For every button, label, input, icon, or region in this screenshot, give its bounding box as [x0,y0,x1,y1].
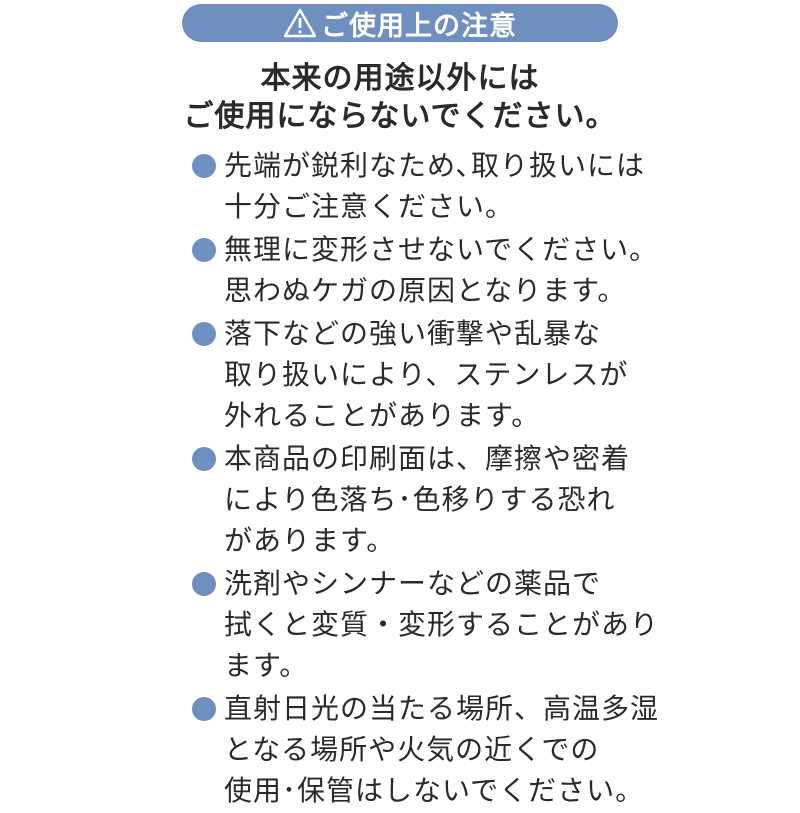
bullet-dot-icon [192,154,216,178]
caution-item-sharp-tip: 先端が鋭利なため､取り扱いには 十分ご注意ください。 [190,145,646,227]
bullet-dot-icon [192,238,216,262]
warning-triangle-icon [283,8,317,38]
caution-text-line: となる場所や火気の近くでの [224,733,600,766]
caution-text-line: があります。 [224,524,396,557]
caution-text-line: により色落ち･色移りする恐れ [224,483,616,516]
bullet-dot-icon [192,572,216,596]
caution-text-line: 取り扱いにより、ステンレスが [224,358,629,391]
caution-text-line: 無理に変形させないでください。 [224,233,659,266]
caution-item-impact: 落下などの強い衝撃や乱暴な 取り扱いにより、ステンレスが 外れることがあります。 [190,313,629,436]
caution-list: 先端が鋭利なため､取り扱いには 十分ご注意ください。 無理に変形させないでくださ… [190,145,660,813]
caution-item-chemicals: 洗剤やシンナーなどの薬品で 拭くと変質・変形することがあり ます。 [190,563,660,686]
lead-warning: 本来の用途以外には ご使用にならないでください。 [150,60,650,136]
caution-item-print-surface: 本商品の印刷面は、摩擦や密着 により色落ち･色移りする恐れ があります。 [190,438,631,561]
caution-text-line: 拭くと変質・変形することがあり [224,608,660,641]
bullet-dot-icon [192,697,216,721]
caution-text-line: 思わぬケガの原因となります。 [224,274,627,307]
lead-line: ご使用にならないでください。 [183,99,617,134]
bullet-dot-icon [192,322,216,346]
caution-text-line: 落下などの強い衝撃や乱暴な [224,317,602,350]
caution-text-line: 外れることがあります。 [224,399,541,432]
caution-text-line: 使用･保管はしないでください。 [224,774,645,807]
caution-banner: ご使用上の注意 [182,4,618,42]
caution-text-line: 本商品の印刷面は、摩擦や密着 [224,442,631,475]
caution-text-line: 十分ご注意ください。 [224,190,515,223]
caution-item-deformation: 無理に変形させないでください。 思わぬケガの原因となります。 [190,229,659,311]
banner-title: ご使用上の注意 [321,10,517,42]
caution-text-line: 先端が鋭利なため､取り扱いには [224,149,646,182]
bullet-dot-icon [192,447,216,471]
caution-text-line: 直射日光の当たる場所、高温多湿 [224,692,660,725]
lead-line: 本来の用途以外には [260,61,540,96]
caution-text-line: 洗剤やシンナーなどの薬品で [224,567,602,600]
caution-text-line: ます。 [224,649,309,682]
caution-item-storage: 直射日光の当たる場所、高温多湿 となる場所や火気の近くでの 使用･保管はしないで… [190,688,660,811]
